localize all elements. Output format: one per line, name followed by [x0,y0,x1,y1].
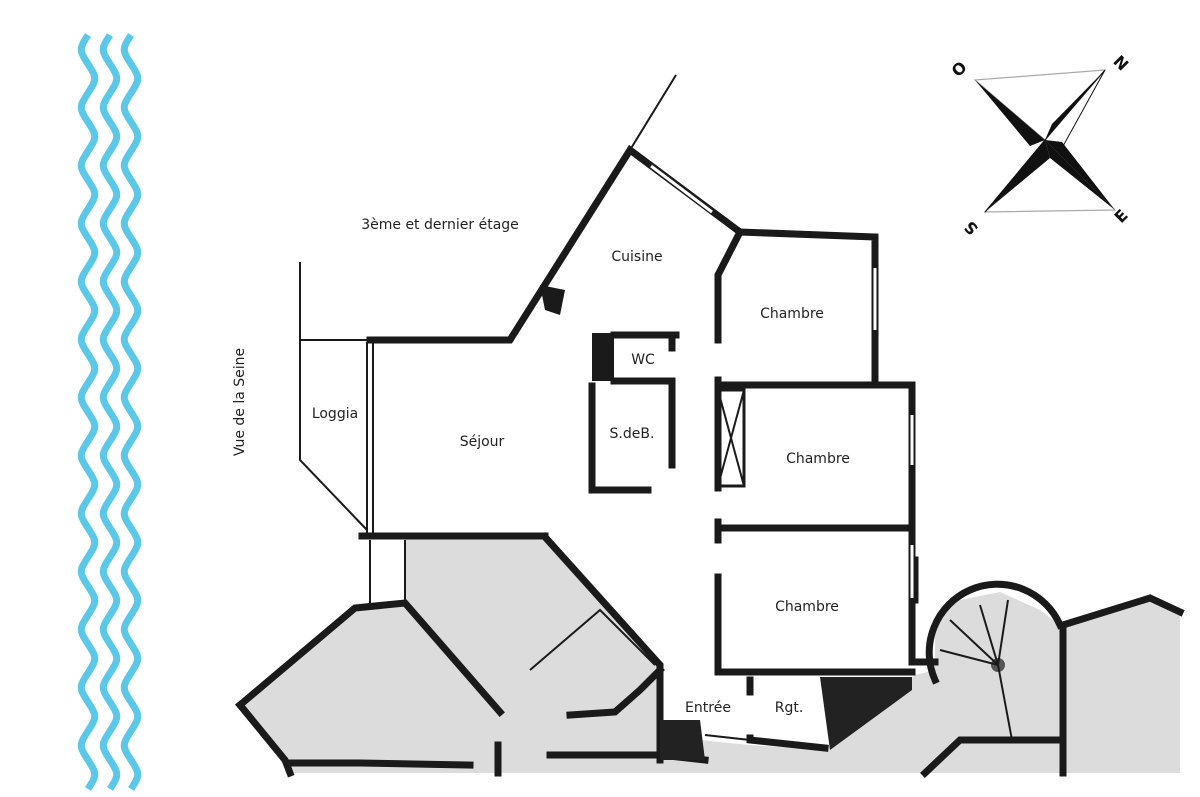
compass-n: N [1109,52,1132,75]
neighbor-walls [235,532,1185,778]
room-loggia: Loggia [312,406,358,422]
room-cuisine: Cuisine [611,249,662,265]
room-chambre-3: Chambre [775,599,839,615]
wave-line-2 [99,33,121,791]
room-chambre-1: Chambre [760,306,824,322]
room-wc: WC [631,352,655,368]
neighbor-buildings [240,537,1180,773]
room-chambre-2: Chambre [786,451,850,467]
wave-line-1 [77,33,99,791]
apartment-walls [299,74,916,752]
view-label: Vue de la Seine [232,348,248,456]
room-sdb: S.deB. [610,426,655,442]
room-entree: Entrée [685,700,731,716]
room-rangement: Rgt. [775,700,804,716]
compass-o: O [948,58,971,81]
floor-title: 3ème et dernier étage [361,217,519,233]
compass-e: E [1111,206,1132,227]
river-waves-icon [77,33,142,791]
room-sejour: Séjour [460,434,505,450]
compass-s: S [960,217,982,239]
compass-rose-icon: O N E S [948,52,1133,239]
wave-line-3 [120,33,142,791]
